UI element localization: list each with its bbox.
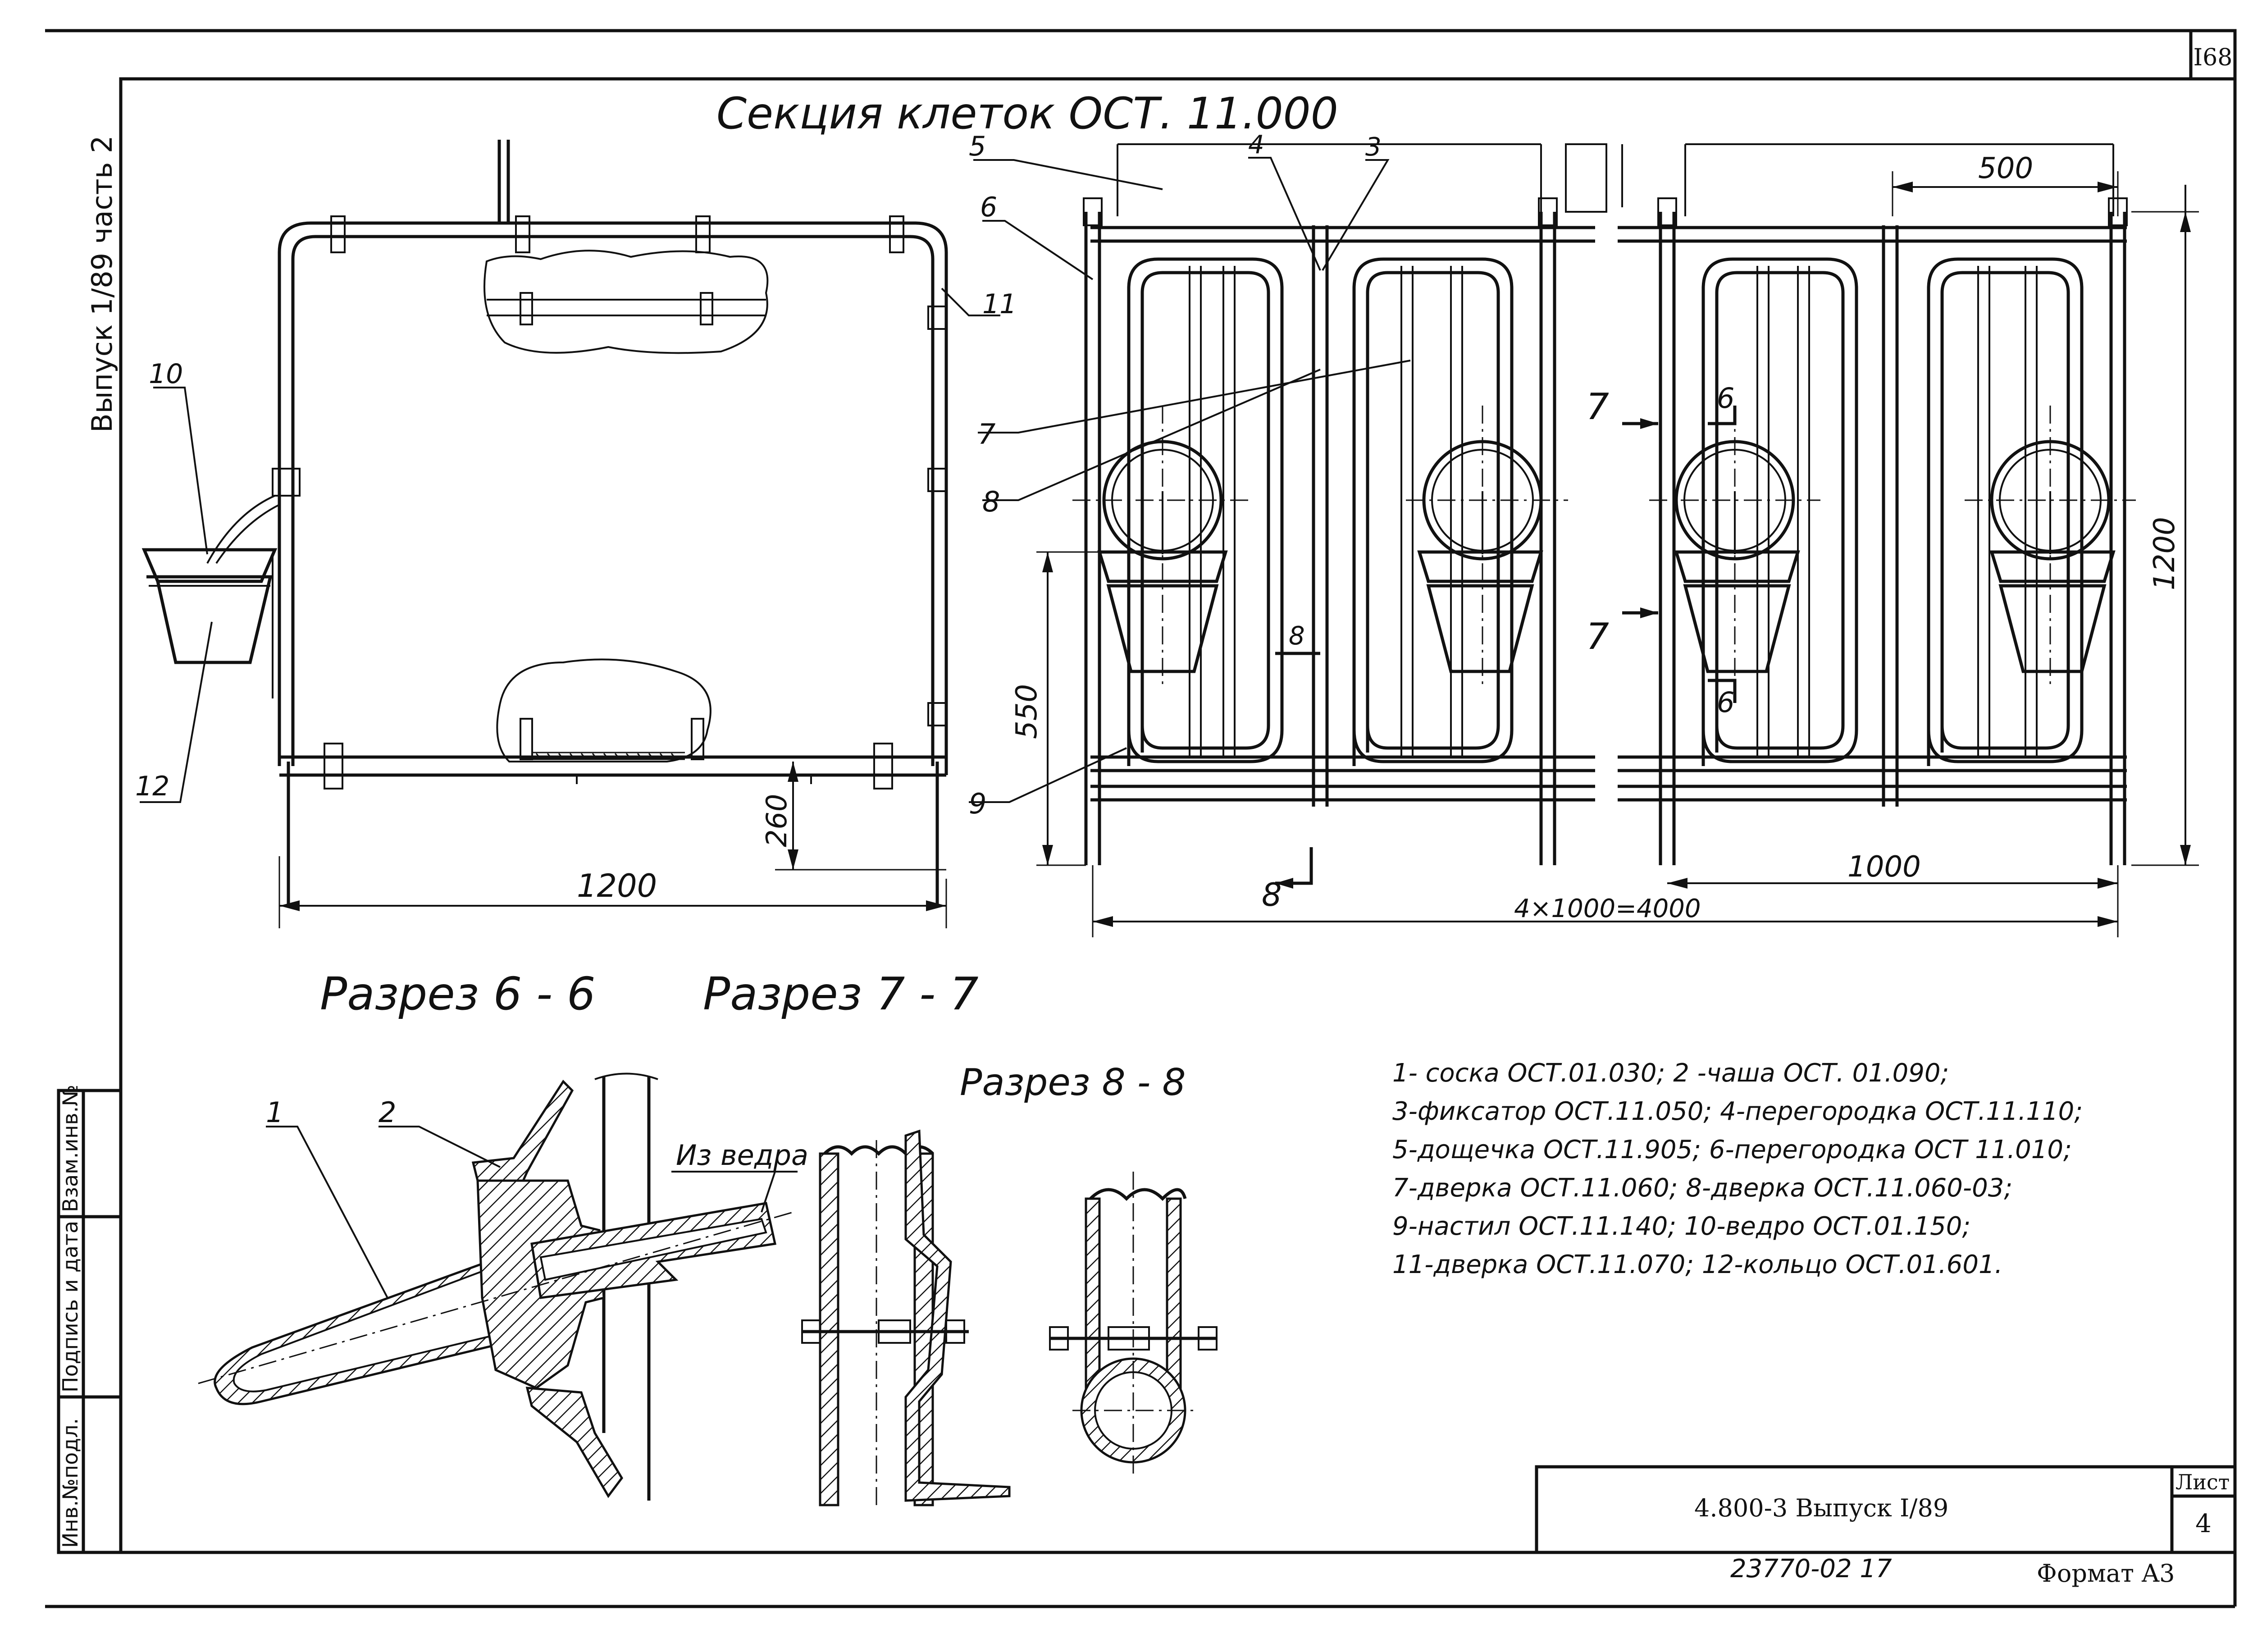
side-label: Выпуск 1/89 часть 2	[86, 136, 119, 433]
callout-7: 7	[978, 418, 995, 451]
dim-front-500: 500	[1978, 152, 2033, 185]
callout-4: 4	[1248, 130, 1264, 160]
sheet-label: Лист	[2175, 1470, 2230, 1494]
left-stamp	[57, 1089, 123, 1554]
callout-11: 11	[982, 288, 1017, 320]
section-mark-6-top: 6	[1717, 382, 1734, 415]
stamp-inv-field: Инв.№подл.	[58, 1418, 82, 1548]
bottom-code: 23770-02 17	[1730, 1554, 1892, 1584]
section-mark-6-bottom: 6	[1717, 686, 1734, 719]
section-title-7-7: Разрез 7 - 7	[703, 967, 979, 1020]
callout-9: 9	[969, 787, 986, 820]
callout-5: 5	[969, 131, 986, 162]
section-mark-7-bottom: 7	[1586, 616, 1609, 657]
front-view	[969, 143, 2199, 937]
format-label: Формат A3	[2037, 1559, 2175, 1588]
legend: 1- соска ОСТ.01.030; 2 -чаша ОСТ. 01.090…	[1392, 1059, 2083, 1279]
section-mark-8-mid: 8	[1289, 621, 1305, 651]
sheet-frame	[45, 29, 2237, 1608]
legend-line-6: 11-дверка ОСТ.11.070; 12-кольцо ОСТ.01.6…	[1392, 1250, 2002, 1279]
callout-12: 12	[135, 771, 169, 802]
dim-side-1200: 1200	[577, 867, 657, 904]
side-view	[140, 140, 1000, 928]
sheet-number: 4	[2195, 1509, 2212, 1538]
callout-10: 10	[149, 358, 183, 390]
callout-8: 8	[982, 485, 1000, 518]
dim-front-1000: 1000	[1847, 850, 1921, 884]
doc-code: 4.800-3 Выпуск I/89	[1694, 1494, 1948, 1522]
stamp-replace-field: Взам.инв.№	[58, 1085, 82, 1212]
section-title-8-8: Разрез 8 - 8	[960, 1061, 1186, 1104]
legend-line-3: 5-дощечка ОСТ.11.905; 6-перегородка ОСТ …	[1392, 1135, 2072, 1164]
page-number-box	[2189, 29, 2237, 81]
dim-front-1200: 1200	[2148, 517, 2181, 590]
section-mark-8-bottom: 8	[1262, 876, 1282, 913]
stamp-sign-field: Подпись и дата	[58, 1221, 82, 1392]
dim-front-550: 550	[1010, 684, 1044, 739]
callout-3: 3	[1365, 132, 1382, 162]
latch-detail-8-8	[1049, 1172, 1218, 1478]
section-mark-7-top: 7	[1586, 386, 1609, 428]
nipple-detail	[198, 1072, 798, 1501]
legend-line-4: 7-дверка ОСТ.11.060; 8-дверка ОСТ.11.060…	[1392, 1173, 2012, 1203]
section-title-6-6: Разрез 6 - 6	[320, 967, 596, 1020]
legend-line-1: 1- соска ОСТ.01.030; 2 -чаша ОСТ. 01.090…	[1392, 1059, 1949, 1088]
page-number: I68	[2194, 44, 2233, 71]
drawing-title: Секция клеток ОСТ. 11.000	[716, 88, 1338, 139]
from-bucket-label: Из ведра	[676, 1139, 808, 1172]
dim-side-260: 260	[760, 794, 793, 847]
callout-2: 2	[379, 1096, 396, 1129]
title-block	[1535, 1465, 2237, 1554]
latch-detail-7-7	[801, 1129, 1011, 1510]
legend-line-5: 9-настил ОСТ.11.140; 10-ведро ОСТ.01.150…	[1392, 1212, 1970, 1241]
legend-line-2: 3-фиксатор ОСТ.11.050; 4-перегородка ОСТ…	[1392, 1097, 2083, 1126]
callout-6: 6	[980, 192, 997, 223]
callout-1: 1	[266, 1096, 283, 1129]
dim-front-total: 4×1000=4000	[1514, 894, 1701, 923]
